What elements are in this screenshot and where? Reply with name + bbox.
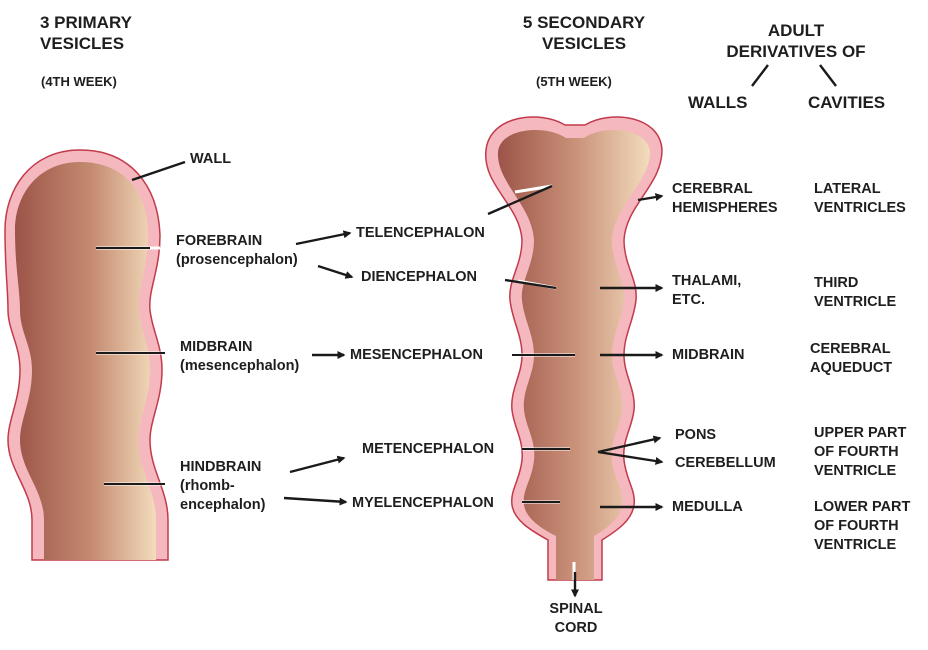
arrow-pons	[597, 435, 662, 454]
cerebral-hemispheres-label: CEREBRAL HEMISPHERES	[672, 181, 778, 216]
arrow-forebrain-diencephalon	[317, 264, 354, 279]
primary-vesicle-lumen	[15, 162, 156, 560]
primary-vesicle-tube	[4, 149, 169, 561]
primary-vesicles-title: 3 PRIMARY VESICLES	[40, 13, 132, 53]
telencephalon-leader	[487, 184, 553, 216]
thalami-label: THALAMI, ETC.	[672, 273, 742, 308]
primary-vesicles-week: (4TH WEEK)	[41, 74, 117, 89]
secondary-vesicles-title: 5 SECONDARY VESICLES	[522, 13, 646, 53]
diencephalon-label: DIENCEPHALON	[361, 269, 478, 285]
telencephalon-label: TELENCEPHALON	[356, 225, 485, 241]
pons-label: PONS	[675, 427, 717, 443]
arrow-hindbrain-metencephalon	[289, 455, 346, 474]
cavities-split-line	[819, 64, 837, 87]
myelencephalon-label: MYELENCEPHALON	[352, 495, 494, 511]
adult-derivatives-title: ADULT DERIVATIVES OF	[726, 21, 866, 61]
arrow-cerebellum	[597, 450, 664, 465]
arrow-cerebral-hemispheres	[637, 193, 664, 202]
walls-heading: WALLS	[688, 93, 748, 112]
upper-fourth-ventricle-label: UPPER PART OF FOURTH VENTRICLE	[814, 425, 907, 479]
cerebellum-label: CEREBELLUM	[675, 455, 776, 471]
hindbrain-label: HINDBRAIN (rhomb- encephalon)	[180, 459, 266, 513]
diencephalon-leader	[504, 278, 557, 290]
secondary-vesicles-week: (5TH WEEK)	[536, 74, 612, 89]
metencephalon-label: METENCEPHALON	[362, 441, 495, 457]
connectors	[96, 64, 837, 598]
lateral-ventricles-label: LATERAL VENTRICLES	[814, 181, 906, 216]
lower-fourth-ventricle-label: LOWER PART OF FOURTH VENTRICLE	[814, 499, 911, 553]
walls-split-line	[751, 64, 769, 87]
midbrain-adult-label: MIDBRAIN	[672, 347, 745, 363]
arrow-forebrain-telencephalon	[295, 230, 352, 246]
telencephalon-marker	[514, 184, 553, 194]
spinal-cord-label: SPINAL CORD	[549, 601, 603, 636]
midbrain-primary-label: MIDBRAIN (mesencephalon)	[180, 339, 300, 374]
third-ventricle-label: THIRD VENTRICLE	[814, 275, 897, 310]
arrow-hindbrain-myelencephalon	[283, 496, 348, 506]
mesencephalon-label: MESENCEPHALON	[350, 347, 483, 363]
cavities-heading: CAVITIES	[808, 93, 886, 112]
wall-leader	[131, 160, 186, 182]
wall-label: WALL	[190, 151, 232, 167]
medulla-label: MEDULLA	[672, 499, 743, 515]
forebrain-label: FOREBRAIN (prosencephalon)	[176, 233, 298, 268]
cerebral-aqueduct-label: CEREBRAL AQUEDUCT	[810, 341, 893, 376]
secondary-vesicle-tube	[485, 116, 663, 581]
